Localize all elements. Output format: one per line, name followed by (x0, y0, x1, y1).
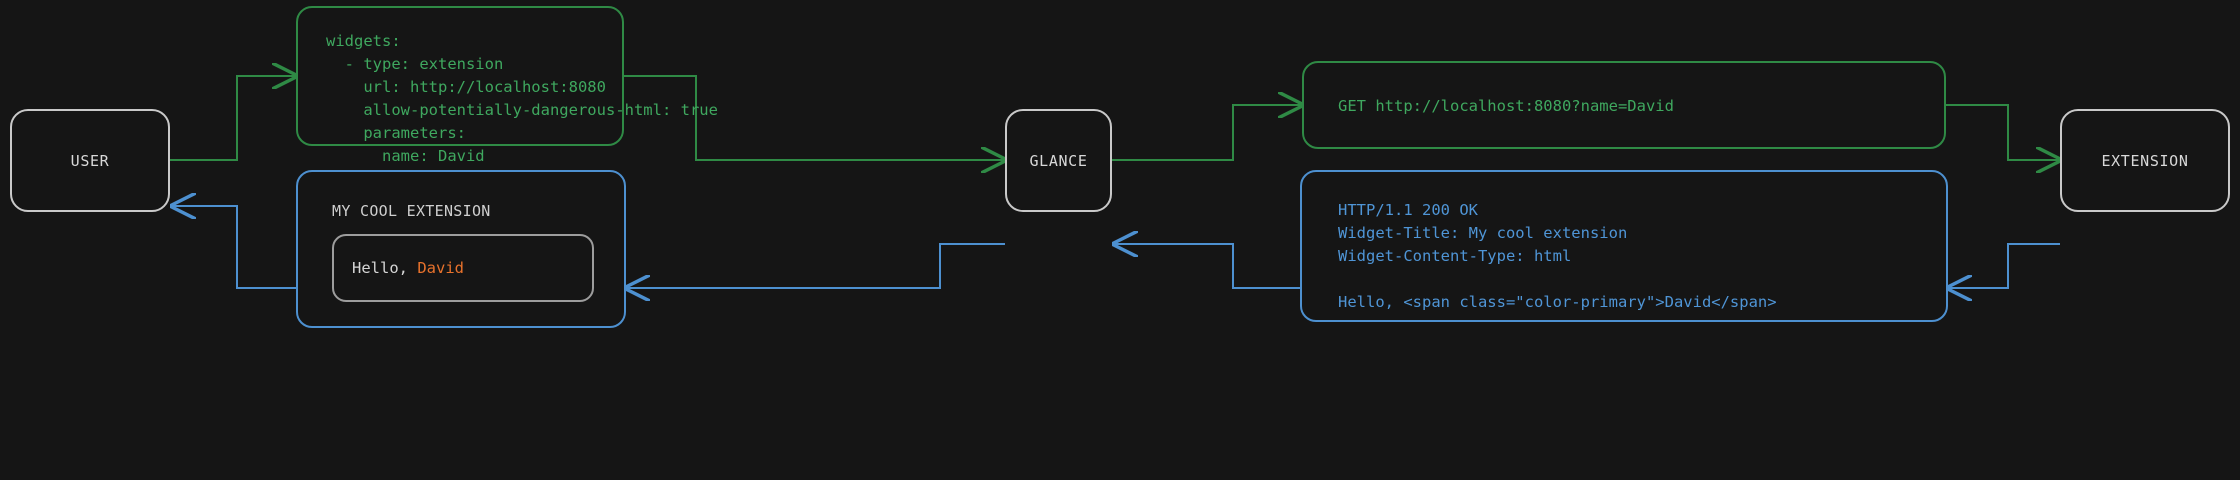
bubble-http-request: GET http://localhost:8080?name=David (1302, 61, 1946, 149)
bubble-rendered-widget: MY COOL EXTENSION Hello, David (296, 170, 626, 328)
node-extension[interactable]: EXTENSION (2060, 109, 2230, 212)
arrow-glance-to-request (1112, 105, 1302, 161)
arrow-response-to-glance (1114, 244, 1300, 289)
arrow-extension-to-response (1948, 243, 2060, 288)
rendered-widget-body: Hello, David (352, 259, 464, 277)
arrow-widget-to-user (172, 206, 296, 289)
http-response-text: HTTP/1.1 200 OK Widget-Title: My cool ex… (1338, 201, 1777, 311)
arrow-request-to-extension (1946, 104, 2060, 160)
node-user[interactable]: USER (10, 109, 170, 212)
arrow-user-to-yaml (170, 76, 296, 161)
rendered-widget-name: David (417, 259, 464, 277)
rendered-widget-greeting: Hello, (352, 259, 418, 277)
node-glance[interactable]: GLANCE (1005, 109, 1112, 212)
http-request-text: GET http://localhost:8080?name=David (1338, 97, 1674, 115)
node-extension-label: EXTENSION (2101, 151, 2189, 170)
yaml-config-text: widgets: - type: extension url: http://l… (326, 32, 718, 165)
rendered-widget-title: MY COOL EXTENSION (332, 202, 491, 220)
bubble-yaml-config: widgets: - type: extension url: http://l… (296, 6, 718, 165)
bubble-http-response: HTTP/1.1 200 OK Widget-Title: My cool ex… (1300, 170, 1948, 322)
node-user-label: USER (70, 151, 110, 170)
node-glance-label: GLANCE (1029, 151, 1088, 170)
rendered-widget-card: Hello, David (332, 234, 594, 302)
arrow-glance-to-widget (626, 243, 1005, 288)
